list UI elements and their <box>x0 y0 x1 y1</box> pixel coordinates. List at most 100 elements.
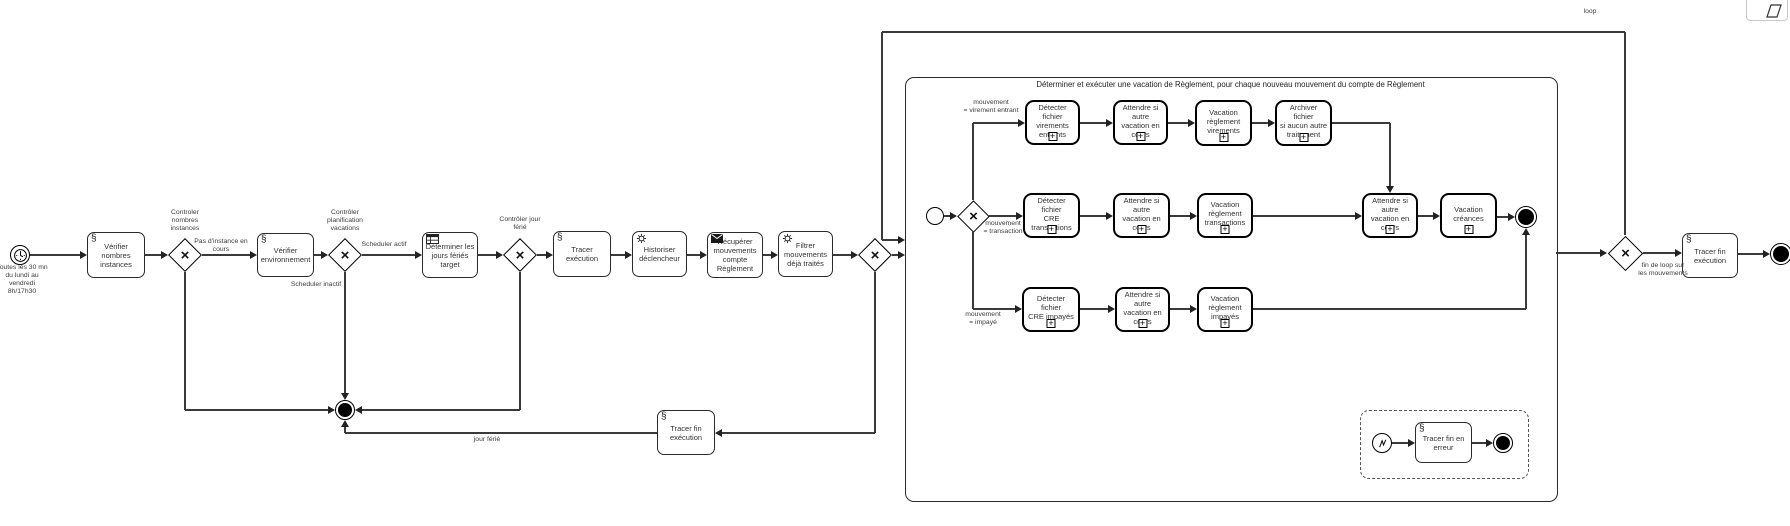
task-verifier-nombres-instances[interactable]: §Vérifier nombres instances <box>87 232 145 278</box>
flow-segment <box>1624 32 1626 235</box>
flow-segment <box>882 239 899 241</box>
task-label: Détecter fichier CRE impayés <box>1028 294 1074 321</box>
flow-arrowhead <box>1106 212 1113 220</box>
flow-segment <box>1080 122 1107 124</box>
flow-segment <box>1497 216 1509 218</box>
flow-segment <box>345 432 657 434</box>
task-tracer-execution[interactable]: §Tracer exécution <box>553 231 611 277</box>
terminate-end-event-subprocess[interactable] <box>1515 206 1537 228</box>
script-icon: § <box>261 234 267 245</box>
flow-arrowhead <box>1763 250 1770 258</box>
subtask-vacation-reglement-transactions[interactable]: Vacation règlement transactions+ <box>1197 193 1253 238</box>
task-verifier-environnement[interactable]: §Vérifier environnement <box>257 233 314 277</box>
expand-marker[interactable]: + <box>1220 224 1230 234</box>
gateway-mouvements[interactable]: × <box>858 238 892 272</box>
flow-arrowhead <box>898 251 905 259</box>
script-icon: § <box>661 411 667 422</box>
subtask-attendre-vacation-impayes[interactable]: Attendre si autre vacation en cours+ <box>1115 287 1170 332</box>
flow-segment <box>874 272 876 433</box>
flow-arrowhead <box>1355 212 1362 220</box>
flow-arrowhead <box>771 251 778 259</box>
gateway-controler-planification-vacations[interactable]: × <box>328 238 362 272</box>
flow-segment <box>314 254 322 256</box>
flow-segment <box>1389 123 1391 187</box>
subtask-vacation-reglement-impayes[interactable]: Vacation règlement impayés+ <box>1197 287 1253 332</box>
task-label: Tracer fin exécution <box>669 423 703 442</box>
flow-arrowhead <box>950 212 957 220</box>
task-historiser-declencheur[interactable]: Historiser déclencheur <box>632 231 687 277</box>
task-label: Filtrer mouvements déjà traités <box>784 240 827 268</box>
subtask-detecter-fichier-virements-entrants[interactable]: Détecter fichier virements entrants+ <box>1025 100 1080 145</box>
expand-marker[interactable]: + <box>1138 318 1147 328</box>
timer-start-event[interactable] <box>10 245 30 265</box>
flow-arrowhead <box>625 251 632 259</box>
subprocess-start-event[interactable] <box>926 207 944 225</box>
flow-arrowhead <box>898 236 905 244</box>
subtask-archiver-fichier[interactable]: Archiver fichier si aucun autre traiteme… <box>1275 100 1332 146</box>
task-determiner-jours-feries-target[interactable]: Déterminer les jours fériés target <box>422 232 478 278</box>
flow-segment <box>1252 122 1269 124</box>
timer-event-label: Toutes les 30 mn du lundi au vendredi 8h… <box>0 264 48 296</box>
flow-label-loop: loop <box>1583 8 1597 15</box>
subtask-attendre-vacation-virements[interactable]: Attendre si autre vacation en cours+ <box>1113 100 1168 145</box>
flow-segment <box>1170 308 1191 310</box>
business-rule-icon <box>426 234 439 247</box>
exclusive-gateway-x-marker: × <box>968 207 978 225</box>
expand-marker[interactable]: + <box>1464 224 1473 234</box>
flow-arrowhead <box>355 406 362 414</box>
expand-marker[interactable]: + <box>1136 131 1145 141</box>
terminate-marker <box>338 403 352 417</box>
subtask-attendre-vacation-transactions[interactable]: Attendre si autre vacation en cours+ <box>1113 193 1170 238</box>
subtask-detecter-fichier-cre-impayes[interactable]: Détecter fichier CRE impayés+ <box>1022 287 1080 332</box>
subtask-detecter-fichier-cre-transactions[interactable]: Détecter fichier CRE transactions+ <box>1023 193 1080 238</box>
send-icon <box>711 234 723 246</box>
flow-arrowhead <box>700 251 707 259</box>
flow-segment <box>1168 122 1189 124</box>
flow-segment <box>1253 308 1526 310</box>
flow-arrowhead <box>321 251 328 259</box>
task-tracer-fin-execution[interactable]: §Tracer fin exécution <box>1682 233 1738 278</box>
task-tracer-fin-en-erreur[interactable]: §Tracer fin en erreur <box>1415 422 1472 463</box>
expand-marker[interactable]: + <box>1219 132 1228 142</box>
task-label: Tracer fin en erreur <box>1422 433 1465 452</box>
expand-marker[interactable]: + <box>1299 132 1308 142</box>
minimap-toggle-button[interactable] <box>1746 0 1788 21</box>
flow-arrowhead <box>1408 439 1415 447</box>
expand-marker[interactable]: + <box>1047 224 1056 234</box>
task-recuperer-mouvements-compte-reglement[interactable]: Récupérer mouvements compte Règlement <box>707 232 763 278</box>
expand-marker[interactable]: + <box>1137 224 1146 234</box>
flow-segment <box>30 254 81 256</box>
task-label: Historiser déclencheur <box>639 245 680 263</box>
flow-arrowhead <box>1522 228 1530 235</box>
flow-arrowhead <box>1268 119 1275 127</box>
task-tracer-fin-execution-jour-ferie[interactable]: §Tracer fin exécution <box>657 410 715 455</box>
script-icon: § <box>557 232 563 243</box>
expand-marker[interactable]: + <box>1046 318 1056 328</box>
flow-segment <box>892 254 899 256</box>
terminate-end-event-final[interactable] <box>1770 243 1790 265</box>
flow-arrowhead <box>1016 212 1023 220</box>
exclusive-gateway-x-marker: × <box>1620 244 1630 262</box>
terminate-end-event-error[interactable] <box>1493 433 1513 453</box>
gateway-label-controler-nombres-instances: Controler nombres instances <box>170 209 200 233</box>
task-filtrer-mouvements-deja-traites[interactable]: Filtrer mouvements déjà traités <box>778 231 833 277</box>
expand-marker[interactable]: + <box>1220 318 1230 328</box>
flow-segment <box>763 254 772 256</box>
flow-segment <box>184 272 186 410</box>
expand-marker[interactable]: + <box>1048 131 1057 141</box>
flow-arrowhead <box>1386 186 1394 193</box>
gateway-controler-jour-ferie[interactable]: × <box>503 238 537 272</box>
flow-arrowhead <box>328 406 335 414</box>
flow-segment <box>1418 215 1434 217</box>
terminate-marker <box>1518 209 1534 225</box>
flow-label-scheduler-inactif: Scheduler inactif <box>290 281 342 288</box>
subtask-vacation-reglement-virements[interactable]: Vacation règlement virements+ <box>1195 100 1252 146</box>
terminate-end-event-main[interactable] <box>335 400 355 420</box>
error-start-event[interactable] <box>1372 433 1392 453</box>
expand-marker[interactable]: + <box>1385 224 1395 234</box>
flow-segment <box>882 31 1625 33</box>
subtask-attendre-vacation-creances[interactable]: Attendre si autre vacation en cours+ <box>1362 193 1418 238</box>
subtask-vacation-creances[interactable]: Vacation créances+ <box>1440 193 1497 238</box>
service-icon <box>782 233 793 247</box>
flow-arrowhead <box>1486 439 1493 447</box>
